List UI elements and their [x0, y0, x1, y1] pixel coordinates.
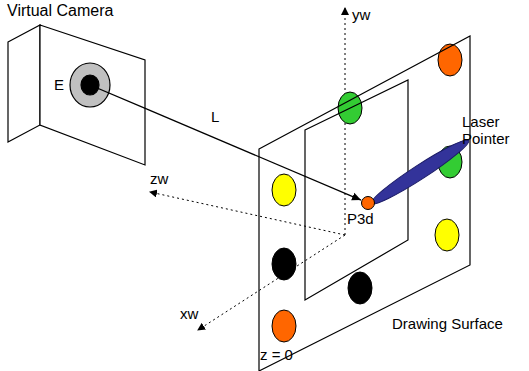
node-text: z = 0 [260, 346, 293, 363]
point-dot: P3d [361, 196, 375, 210]
axis-label: yw [352, 6, 370, 23]
part-label: Laser Pointer [462, 113, 524, 148]
eye-label: E [54, 76, 64, 93]
view-ray [90, 85, 361, 200]
camera-body [8, 25, 145, 165]
axis-label: zw [150, 170, 168, 187]
world-axes [150, 8, 345, 330]
laser-pointer [368, 135, 473, 210]
point-marker [361, 196, 375, 210]
node-text: P3d [347, 210, 374, 227]
drawing-surface: Drawing Surfacez = 0P3d [258, 35, 471, 371]
node-text: Virtual Camera [7, 2, 113, 20]
axis-label: xw [180, 305, 198, 322]
edge-label: L [211, 108, 219, 125]
camera-box: Virtual Camera [5, 22, 147, 168]
surface-markers [272, 44, 462, 342]
node-text: Drawing Surface [392, 315, 503, 332]
